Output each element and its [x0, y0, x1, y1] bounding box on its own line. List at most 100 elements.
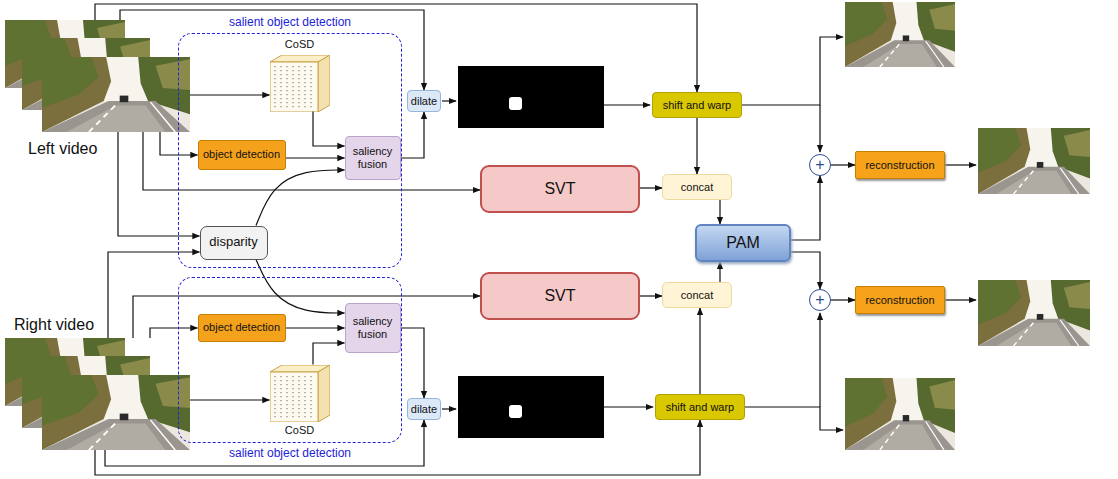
process-box: reconstruction — [855, 286, 945, 314]
video-frame — [42, 57, 190, 132]
node-text: dilate — [411, 95, 437, 108]
node-text: + — [815, 157, 824, 173]
network-block: SVT — [480, 272, 640, 320]
saliency-mask — [458, 66, 604, 128]
connector-arrow — [640, 187, 662, 188]
video-frame — [42, 375, 190, 450]
wire — [945, 164, 976, 165]
connector-arrow — [791, 176, 820, 240]
video-stack: Left video — [5, 20, 190, 132]
connector-arrow — [190, 399, 270, 400]
connector-arrow — [640, 295, 662, 296]
connector-arrow — [696, 118, 697, 174]
process-box: dilate — [407, 90, 441, 112]
node-text: SVT — [544, 287, 575, 305]
wire — [819, 313, 820, 407]
cosd-cube — [270, 365, 330, 422]
wire — [742, 37, 843, 105]
connector-arrow — [719, 262, 720, 282]
connector-arrow — [118, 132, 200, 236]
wire — [442, 408, 456, 409]
node-text: shift and warp — [666, 401, 734, 414]
connector-arrow — [401, 328, 425, 398]
node-text: + — [815, 292, 824, 308]
connector-arrow — [190, 94, 270, 95]
connector-arrow — [401, 112, 425, 158]
connector-arrow — [133, 296, 480, 338]
node-text: concat — [681, 181, 713, 194]
node-label: Left video — [28, 140, 97, 158]
video-stack: Right video — [5, 338, 190, 450]
connector-arrow — [95, 420, 700, 475]
node-text: reconstruction — [865, 159, 934, 172]
wire — [945, 299, 976, 300]
node-text: saliency fusion — [349, 315, 397, 340]
output-frame — [845, 378, 955, 450]
wire — [442, 100, 456, 101]
node-label: salient object detection — [229, 447, 351, 461]
right-video-frames — [5, 338, 190, 450]
node-text: shift and warp — [663, 99, 731, 112]
connector-arrow — [256, 170, 345, 226]
cosd-cube: CoSD — [270, 55, 330, 112]
connector-arrow — [286, 327, 345, 328]
process-box: object detection — [198, 140, 286, 170]
node-text: SVT — [544, 180, 575, 198]
wire — [819, 105, 820, 152]
node-label: salient object detection — [229, 16, 351, 30]
node-label: CoSD — [285, 424, 314, 437]
connector-arrow — [108, 252, 200, 338]
connector-arrow — [313, 343, 345, 365]
connector-arrow — [95, 4, 697, 92]
module-region: salient object detectionCoSDobject detec… — [178, 33, 402, 268]
connector-arrow — [719, 200, 720, 224]
sum-circle: + — [809, 154, 831, 176]
process-box: disparity — [200, 226, 268, 260]
mask-blob — [509, 97, 522, 110]
connector-arrow — [286, 157, 345, 158]
node-text: object detection — [203, 321, 280, 334]
process-box: saliency fusion — [345, 303, 401, 353]
left-video-frames — [5, 20, 190, 132]
process-box: concat — [662, 282, 732, 308]
network-block: SVT — [480, 165, 640, 213]
connector-arrow — [831, 164, 855, 165]
connector-arrow — [699, 308, 700, 394]
cosd-cube — [270, 55, 330, 112]
module-region: salient object detectionobject detection… — [178, 277, 402, 443]
connector-arrow — [120, 10, 424, 90]
output-frame — [845, 2, 955, 67]
process-box: reconstruction — [855, 151, 945, 179]
process-box: shift and warp — [652, 92, 742, 118]
node-text: PAM — [726, 234, 759, 252]
network-block: PAM — [695, 224, 791, 262]
node-label: Right video — [14, 316, 94, 334]
cosd-cube: CoSD — [270, 365, 330, 422]
node-text: dilate — [411, 403, 437, 416]
node-text: disparity — [209, 235, 257, 250]
connector-arrow — [143, 132, 480, 190]
process-box: object detection — [198, 314, 286, 342]
mask-blob — [509, 405, 522, 418]
process-box: shift and warp — [655, 394, 745, 420]
wire — [604, 406, 653, 407]
output-frame — [978, 280, 1090, 346]
sum-circle: + — [809, 289, 831, 311]
connector-arrow — [105, 420, 424, 466]
wire — [745, 407, 843, 430]
connector-arrow — [831, 299, 855, 300]
process-box: concat — [662, 174, 732, 200]
connector-arrow — [313, 112, 345, 147]
node-text: concat — [681, 289, 713, 302]
connector-arrow — [150, 328, 198, 338]
wires — [442, 37, 976, 430]
process-box: dilate — [407, 398, 441, 420]
node-text: saliency fusion — [349, 145, 397, 170]
wire — [604, 104, 650, 105]
node-label: CoSD — [285, 38, 314, 51]
connector-arrow — [791, 252, 820, 289]
process-box: saliency fusion — [345, 136, 401, 180]
